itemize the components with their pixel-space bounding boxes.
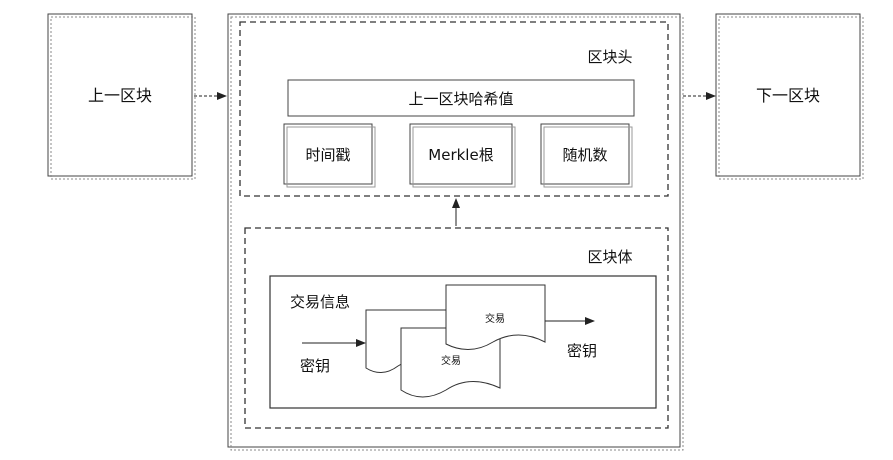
timestamp-field: 时间戳	[283, 123, 376, 188]
block-body-title: 区块体	[587, 248, 632, 266]
timestamp-label: 时间戳	[305, 146, 350, 164]
key-in-label: 密钥	[300, 357, 330, 375]
tx-doc-middle-label: 交易	[441, 354, 461, 367]
key-out-label: 密钥	[567, 342, 597, 360]
prev-block-label: 上一区块	[88, 86, 152, 105]
block-header: 区块头 上一区块哈希值 时间戳 Merkle根 随机数	[239, 21, 669, 197]
nonce-label: 随机数	[562, 146, 607, 164]
block-header-title: 区块头	[587, 48, 632, 66]
prev-hash-field	[287, 79, 635, 117]
nonce-field: 随机数	[540, 123, 633, 188]
block-body: 区块体 交易信息 交易 交易 密钥 密钥	[244, 227, 669, 429]
merkle-root-field: Merkle根	[409, 123, 516, 188]
tx-info-label: 交易信息	[290, 293, 350, 311]
next-block: 下一区块	[715, 13, 864, 180]
next-block-label: 下一区块	[756, 86, 820, 105]
prev-block: 上一区块	[47, 13, 196, 180]
prev-hash-label: 上一区块哈希值	[408, 90, 513, 108]
merkle-root-label: Merkle根	[428, 146, 493, 164]
tx-doc-front	[445, 284, 546, 350]
tx-doc-front-label: 交易	[485, 312, 505, 325]
